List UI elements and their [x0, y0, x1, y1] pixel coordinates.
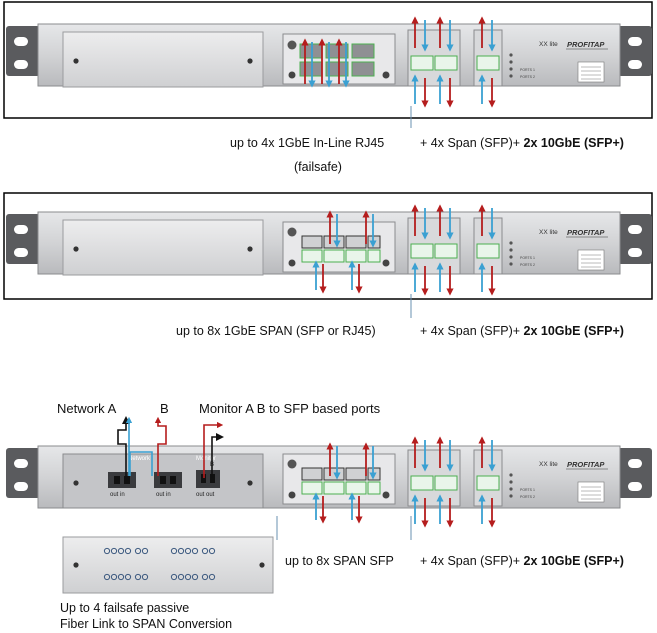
- unit-3-port-label-1: out in: [110, 492, 125, 498]
- unit-1-caption-right-bold: 2x 10GbE (SFP+): [523, 136, 624, 150]
- unit-3-led-label-2: PORTS 2: [520, 495, 535, 499]
- unit-1-caption-right-plain: + 4x Span (SFP)+: [420, 136, 524, 150]
- unit-2-caption-right-plain: + 4x Span (SFP)+: [420, 324, 524, 338]
- unit-2-leds: PORTS 1 PORTS 2: [509, 241, 535, 267]
- unit-2-model-label: XX lite: [539, 229, 558, 236]
- unit-2-sfpplus-arrows: [478, 204, 496, 296]
- unit-1-blank-plate: [62, 31, 264, 88]
- unit-3-sfpplus-arrows: [478, 436, 496, 528]
- unit-2-brand-logo: PROFITAP: [567, 228, 605, 237]
- unit-1-led-label-1: PORTS 1: [520, 68, 535, 72]
- network-b-label: B: [160, 401, 169, 416]
- unit-2-sfp-arrows: [411, 204, 454, 296]
- unit-3: Network Monitor B out in out in out out: [6, 416, 652, 540]
- unit-3-leds: PORTS 1 PORTS 2: [509, 473, 535, 499]
- unit-3-monitor-cables: [203, 421, 224, 478]
- unit-2-bracket-right: [618, 214, 652, 264]
- network-a-label: Network A: [57, 401, 117, 416]
- unit-1-leds: PORTS 1 PORTS 2: [509, 53, 535, 79]
- unit-2-caption-left: up to 8x 1GbE SPAN (SFP or RJ45): [176, 324, 376, 338]
- unit-1-model-label: XX lite: [539, 41, 558, 48]
- unit-1-rj45-arrows: [301, 38, 350, 88]
- unit-3-sfp-arrows: [411, 436, 454, 528]
- unit-3-model-label: XX lite: [539, 461, 558, 468]
- unit-1-caption-left-sub: (failsafe): [294, 160, 342, 174]
- unit-3-bracket-right: [618, 448, 652, 498]
- unit-2-led-label-2: PORTS 2: [520, 263, 535, 267]
- unit-3-caption-right-bold: 2x 10GbE (SFP+): [523, 554, 624, 568]
- unit-2-blank-plate: [62, 219, 264, 276]
- unit-3-caption-mid: up to 8x SPAN SFP: [285, 554, 394, 568]
- unit-3-caption-right-plain: + 4x Span (SFP)+: [420, 554, 524, 568]
- unit-3-caption-right: + 4x Span (SFP)+ 2x 10GbE (SFP+): [420, 554, 624, 568]
- unit-3-span-arrows: [312, 442, 377, 524]
- unit-1-led-label-2: PORTS 2: [520, 75, 535, 79]
- unit-3-port-label-2: out in: [156, 492, 171, 498]
- fiber-conversion-ports: [103, 547, 216, 581]
- unit-1-sfp-arrows: [411, 16, 454, 108]
- bottom-caption-line-1: Up to 4 failsafe passive: [60, 601, 190, 615]
- unit-2: PORTS 1 PORTS 2 XX lite PROFITAP: [3, 192, 653, 318]
- unit-3-led-label-1: PORTS 1: [520, 488, 535, 492]
- unit-2-span-arrows: [312, 210, 377, 294]
- bottom-caption-line-2: Fiber Link to SPAN Conversion: [60, 617, 233, 631]
- unit-3-brand-logo: PROFITAP: [567, 460, 605, 469]
- unit-3-module-label-network: Network: [128, 456, 151, 462]
- unit-1-brand-logo: PROFITAP: [567, 40, 605, 49]
- unit-3-network-cables: [117, 416, 167, 476]
- fiber-conversion-module: [62, 536, 274, 594]
- unit-1-bracket-right: [618, 26, 652, 76]
- unit-2-led-label-1: PORTS 1: [520, 256, 535, 260]
- unit-1-sfpplus-arrows: [478, 16, 496, 108]
- monitor-label: Monitor A B to SFP based ports: [199, 401, 381, 416]
- unit-3-port-label-3: out out: [196, 492, 215, 498]
- unit-1-caption-left: up to 4x 1GbE In-Line RJ45: [230, 136, 385, 150]
- unit-3-module-label-monitor: Monitor: [196, 456, 216, 462]
- unit-2-caption-right-bold: 2x 10GbE (SFP+): [523, 324, 624, 338]
- unit-1-caption-right: + 4x Span (SFP)+ 2x 10GbE (SFP+): [420, 136, 624, 150]
- unit-1: PORTS 1 PORTS 2 XX lite PROFITAP: [3, 1, 653, 128]
- unit-2-caption-right: + 4x Span (SFP)+ 2x 10GbE (SFP+): [420, 324, 624, 338]
